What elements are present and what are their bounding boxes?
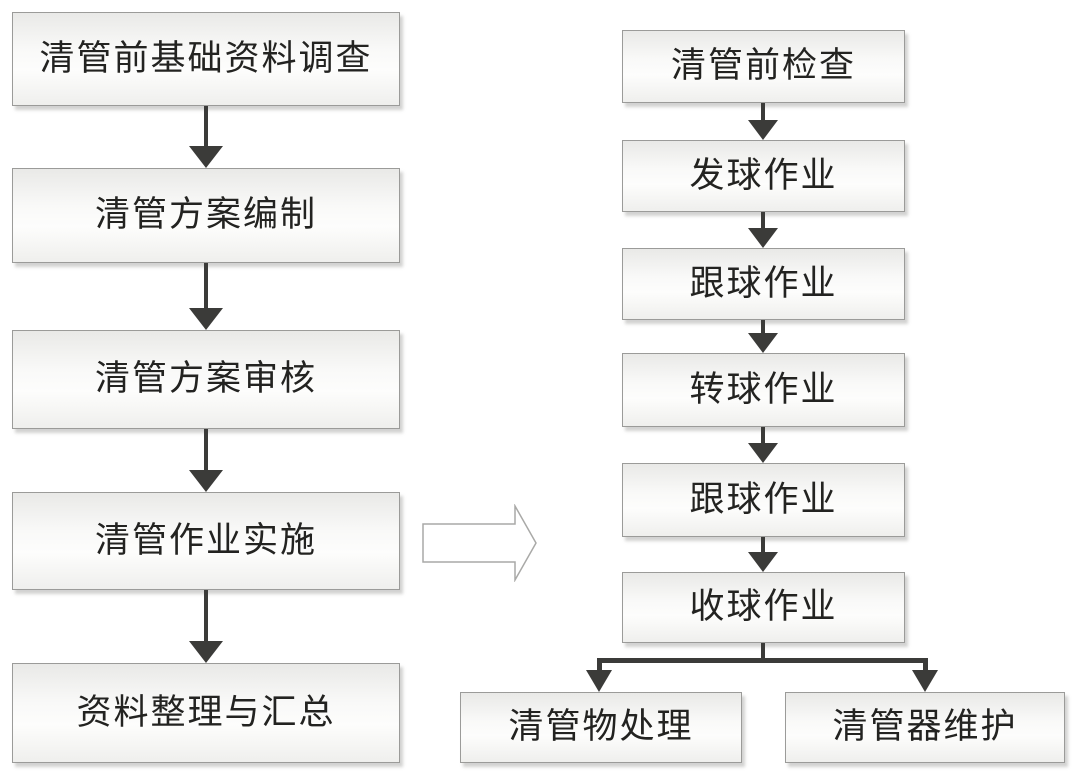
left-flow-step-5-label: 资料整理与汇总 bbox=[76, 692, 336, 733]
arrow-head bbox=[748, 120, 778, 140]
arrow-head bbox=[189, 146, 223, 168]
arrow-stem bbox=[204, 429, 208, 471]
left-flow-step-4-label: 清管作业实施 bbox=[94, 520, 317, 561]
right-block-arrow-icon bbox=[422, 504, 537, 582]
arrow-head bbox=[748, 228, 778, 248]
branch-right-arrow-head bbox=[912, 670, 938, 692]
left-flow-step-1-label: 清管前基础资料调查 bbox=[39, 38, 373, 79]
branch-horizontal-line bbox=[597, 658, 928, 663]
right-flow-step-3-label: 跟球作业 bbox=[689, 263, 838, 304]
branch-box-right: 清管器维护 bbox=[785, 692, 1065, 763]
arrow-head bbox=[189, 308, 223, 330]
right-flow-step-3: 跟球作业 bbox=[622, 248, 905, 320]
arrow-stem bbox=[761, 103, 765, 121]
right-flow-step-5: 跟球作业 bbox=[622, 463, 905, 537]
right-flow-step-4: 转球作业 bbox=[622, 353, 905, 427]
arrow-stem bbox=[204, 106, 208, 148]
arrow-head bbox=[189, 470, 223, 492]
left-flow-step-2-label: 清管方案编制 bbox=[94, 195, 317, 235]
right-flow-step-2-label: 发球作业 bbox=[689, 155, 838, 196]
arrow-stem bbox=[204, 590, 208, 642]
arrow-stem bbox=[761, 427, 765, 444]
branch-box-right-label: 清管器维护 bbox=[832, 707, 1018, 747]
right-flow-step-1-label: 清管前检查 bbox=[670, 46, 856, 86]
right-flow-step-6-label: 收球作业 bbox=[689, 587, 838, 627]
arrow-head bbox=[189, 641, 223, 663]
left-flow-step-2: 清管方案编制 bbox=[12, 168, 400, 263]
arrow-stem bbox=[761, 537, 765, 553]
arrow-head bbox=[748, 443, 778, 463]
arrow-stem bbox=[761, 212, 765, 229]
right-flow-step-4-label: 转球作业 bbox=[689, 369, 838, 410]
left-flow-step-3: 清管方案审核 bbox=[12, 330, 400, 429]
left-flow-step-1: 清管前基础资料调查 bbox=[12, 12, 400, 106]
right-flow-step-2: 发球作业 bbox=[622, 140, 905, 212]
arrow-stem bbox=[761, 320, 765, 334]
left-flow-step-4: 清管作业实施 bbox=[12, 492, 400, 590]
branch-box-left: 清管物处理 bbox=[460, 692, 742, 763]
arrow-head bbox=[748, 552, 778, 572]
branch-left-drop bbox=[597, 658, 602, 672]
left-flow-step-5: 资料整理与汇总 bbox=[12, 663, 400, 763]
branch-stem bbox=[761, 643, 765, 660]
right-flow-step-5-label: 跟球作业 bbox=[689, 479, 838, 520]
right-flow-step-6: 收球作业 bbox=[622, 572, 905, 643]
branch-left-arrow-head bbox=[586, 670, 612, 692]
branch-right-drop bbox=[923, 658, 928, 672]
arrow-stem bbox=[204, 263, 208, 309]
arrow-head bbox=[748, 333, 778, 353]
right-flow-step-1: 清管前检查 bbox=[622, 30, 905, 103]
left-flow-step-3-label: 清管方案审核 bbox=[94, 359, 317, 399]
branch-box-left-label: 清管物处理 bbox=[508, 707, 694, 747]
